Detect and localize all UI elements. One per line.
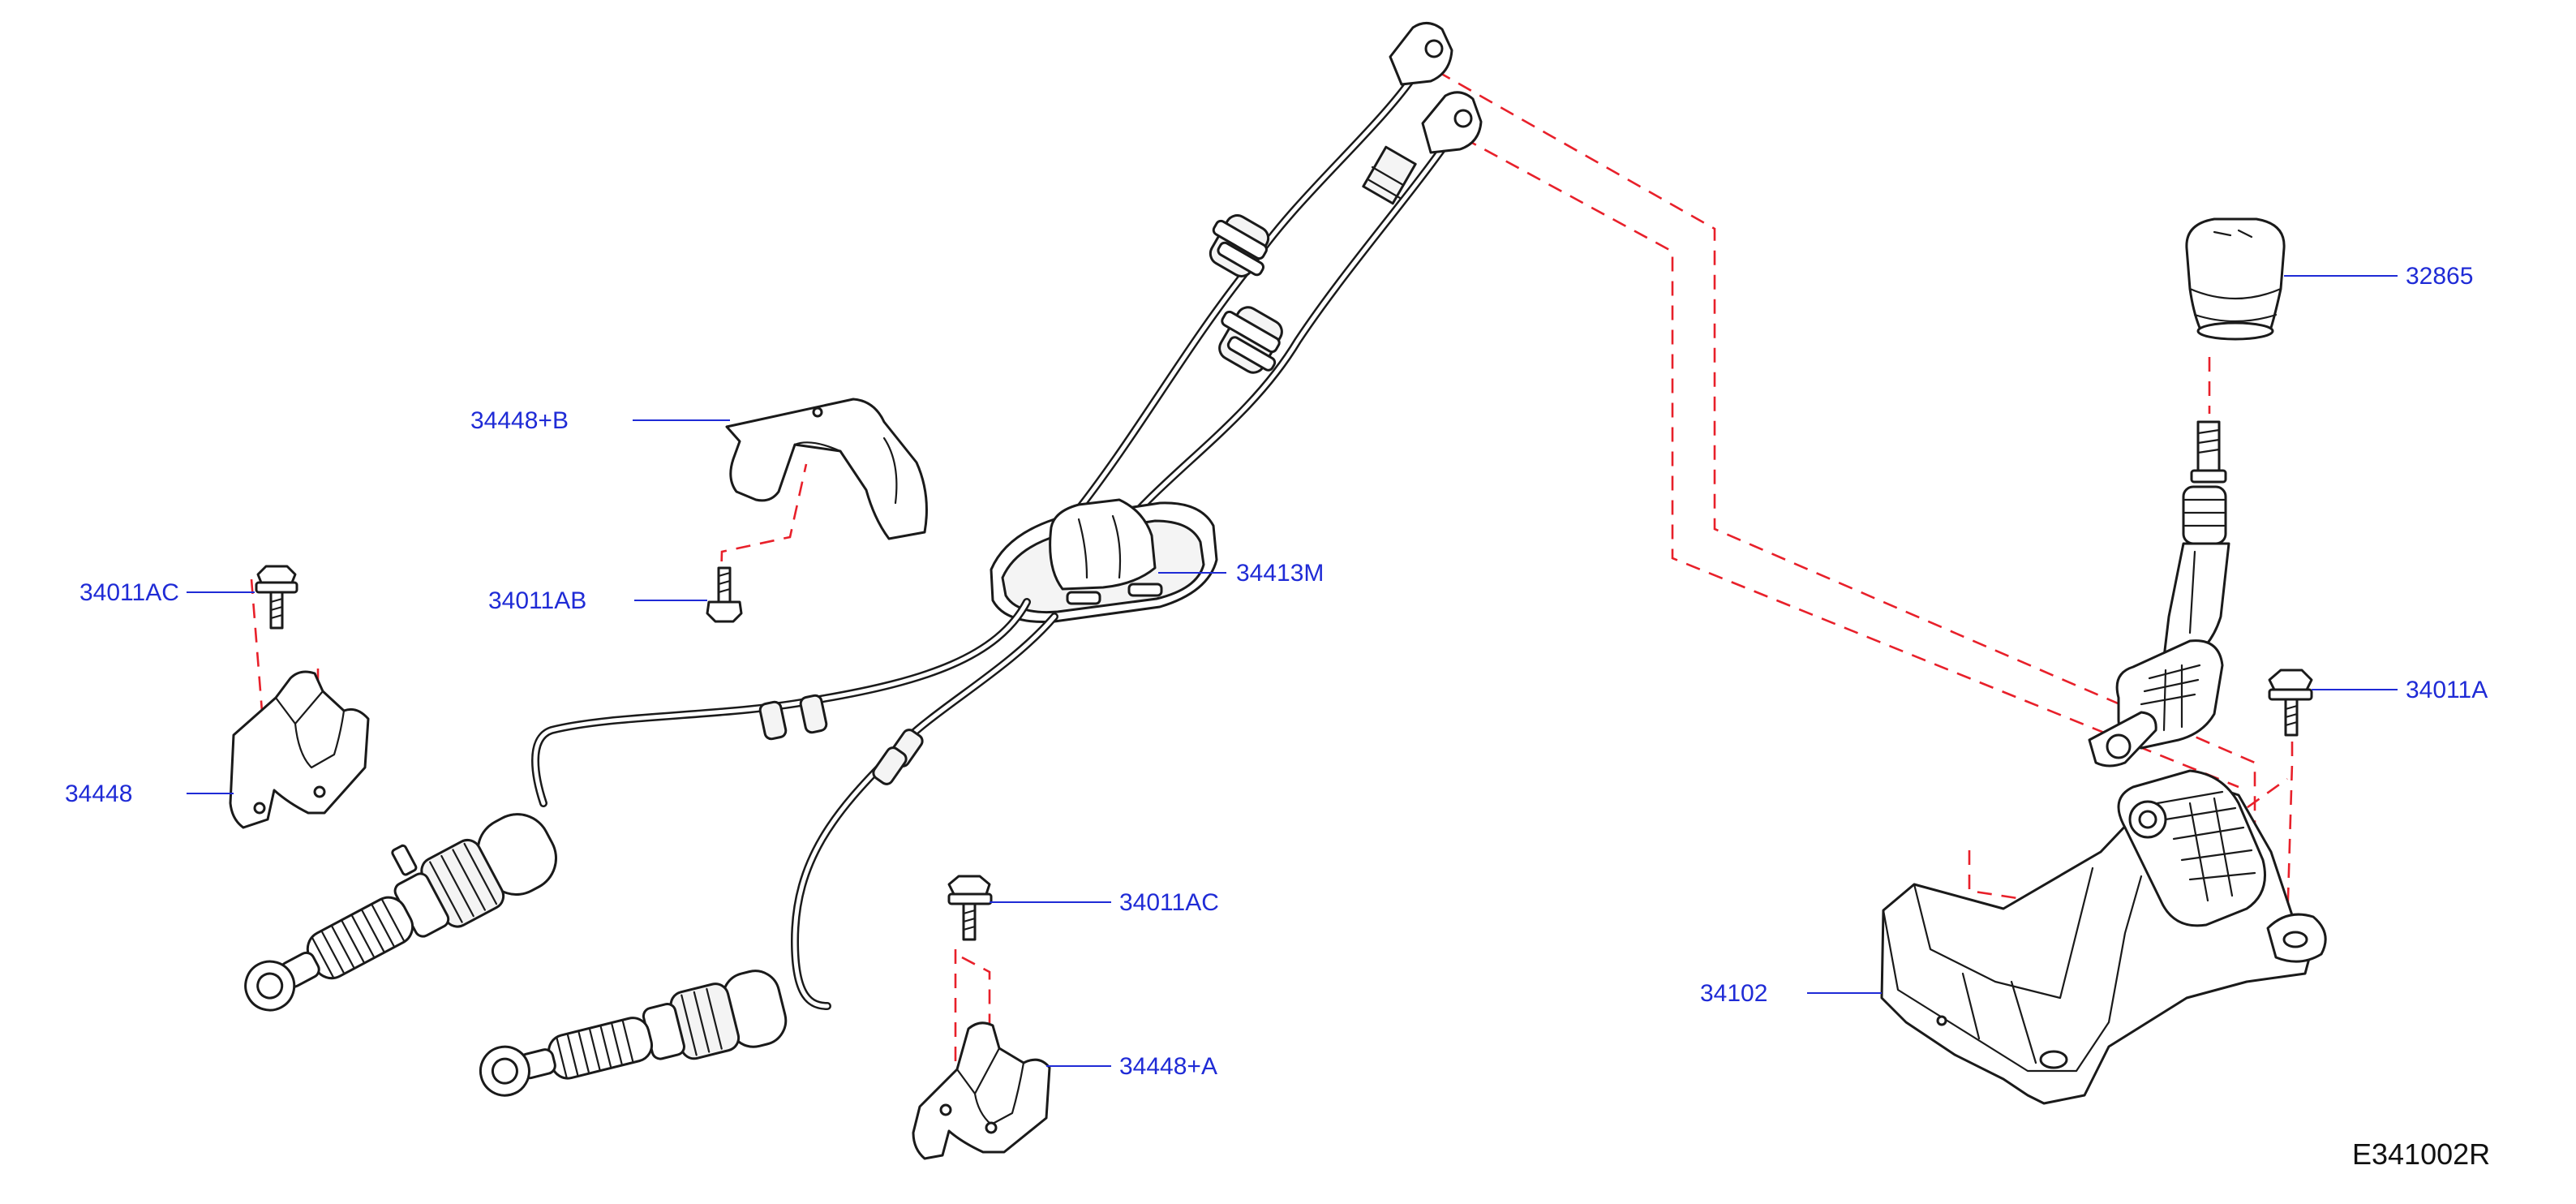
cable-assembly-34413M — [244, 22, 1483, 1097]
callout-34011A[interactable]: 34011A — [2406, 677, 2488, 703]
knob-32865 — [2185, 217, 2286, 341]
figure-code: E341002R — [2352, 1137, 2491, 1171]
callout-34413M[interactable]: 34413M — [1236, 560, 1324, 587]
control-device-34102 — [1880, 420, 2327, 1105]
bracket-34448 — [229, 670, 370, 829]
callout-34448-B[interactable]: 34448+B — [470, 407, 569, 434]
bolt-34011AC-left — [255, 565, 298, 630]
bracket-34448-A — [912, 1021, 1051, 1160]
bracket-34448-B — [725, 398, 928, 540]
callout-34011AC-left[interactable]: 34011AC — [79, 579, 179, 606]
callout-34011AB[interactable]: 34011AB — [488, 587, 586, 614]
bolt-34011AC-center — [947, 875, 993, 941]
callout-32865[interactable]: 32865 — [2406, 263, 2473, 290]
callout-34448-A[interactable]: 34448+A — [1119, 1053, 1217, 1080]
callout-34102[interactable]: 34102 — [1700, 980, 1767, 1007]
callout-34448[interactable]: 34448 — [65, 780, 132, 807]
leader-lines — [187, 275, 2398, 1067]
bolt-34011A — [2268, 669, 2313, 737]
callout-labels: 32865 34413M 34448+B 34011AB 34011AC 344… — [65, 263, 2488, 1080]
bolt-34011AB — [706, 566, 743, 623]
callout-34011AC-center[interactable]: 34011AC — [1119, 889, 1219, 916]
